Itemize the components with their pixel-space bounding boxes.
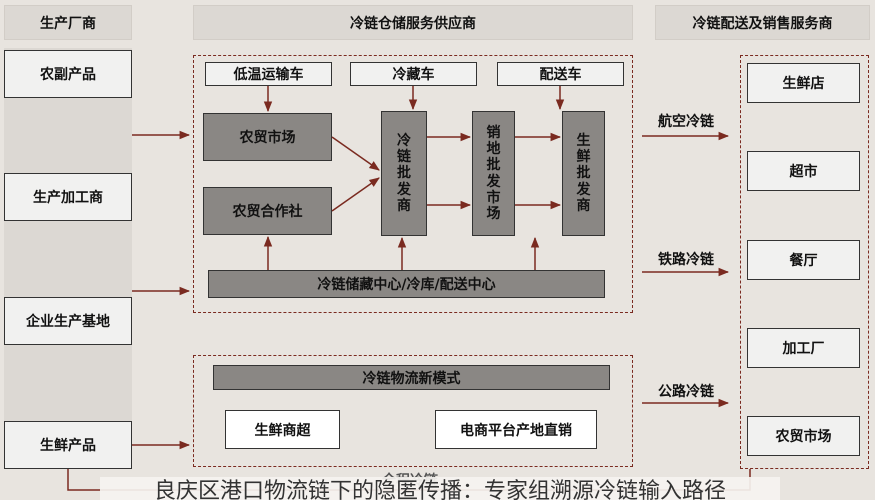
new-mode-fresh-supermarket: 生鲜商超 <box>225 410 340 449</box>
producer-agricultural: 农副产品 <box>4 50 132 98</box>
cold-chain-wholesaler: 冷链批发商 <box>381 111 427 236</box>
outlet-region <box>740 55 869 469</box>
vehicle-delivery-truck: 配送车 <box>497 62 624 86</box>
warehouse-region <box>193 55 633 313</box>
transport-road: 公路冷链 <box>658 384 714 400</box>
new-mode-title: 冷链物流新模式 <box>213 365 610 390</box>
transport-rail: 铁路冷链 <box>658 252 714 268</box>
storage-center: 冷链储藏中心/冷库/配送中心 <box>208 270 605 298</box>
producer-fresh: 生鲜产品 <box>4 421 132 469</box>
fresh-wholesaler: 生鲜批发商 <box>562 111 605 236</box>
vehicle-low-temp-truck: 低温运输车 <box>205 62 332 86</box>
outlet-farmers-market: 农贸市场 <box>747 416 860 456</box>
outlet-restaurant: 餐厅 <box>747 240 860 280</box>
outlet-processing-plant: 加工厂 <box>747 328 860 368</box>
outlet-fresh-store: 生鲜店 <box>747 63 860 103</box>
header-producers: 生产厂商 <box>4 5 132 40</box>
caption: 良庆区港口物流链下的隐匿传播：专家组溯源冷链输入路径 <box>100 477 780 500</box>
market-cooperative: 农贸合作社 <box>203 187 332 235</box>
producer-column-bg <box>4 48 132 468</box>
producer-enterprise-base: 企业生产基地 <box>4 297 132 345</box>
producer-processor: 生产加工商 <box>4 173 132 221</box>
sales-wholesale-market: 销地批发市场 <box>472 111 515 236</box>
header-warehouse: 冷链仓储服务供应商 <box>193 5 633 40</box>
new-mode-region <box>193 355 633 467</box>
outlet-supermarket: 超市 <box>747 151 860 191</box>
new-mode-ecommerce-direct: 电商平台产地直销 <box>435 410 597 449</box>
market-farmers-market: 农贸市场 <box>203 113 332 161</box>
header-distribution: 冷链配送及销售服务商 <box>655 5 870 40</box>
transport-air: 航空冷链 <box>658 114 714 130</box>
vehicle-refrigerated-truck: 冷藏车 <box>350 62 477 86</box>
